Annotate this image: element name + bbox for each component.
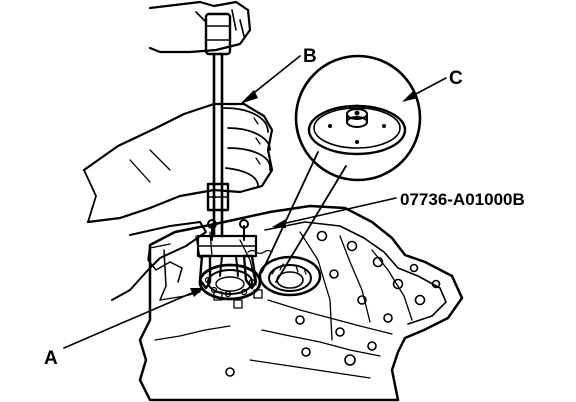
upper-hand [148, 0, 252, 54]
slide-hammer-b [204, 12, 232, 238]
bearing-puller-tool [196, 219, 273, 290]
callout-b-label: B [303, 46, 317, 67]
transmission-housing [138, 204, 464, 402]
seal-driver-c [307, 104, 407, 156]
lower-hand [82, 102, 274, 224]
forearm [111, 221, 207, 301]
callout-c-label: C [449, 68, 463, 89]
detail-magnifier [261, 54, 422, 283]
part-number-label: 07736-A01000B [400, 190, 525, 209]
leader-lines [63, 55, 447, 349]
bearing-bore [258, 255, 322, 297]
callout-a-label: A [44, 348, 58, 369]
